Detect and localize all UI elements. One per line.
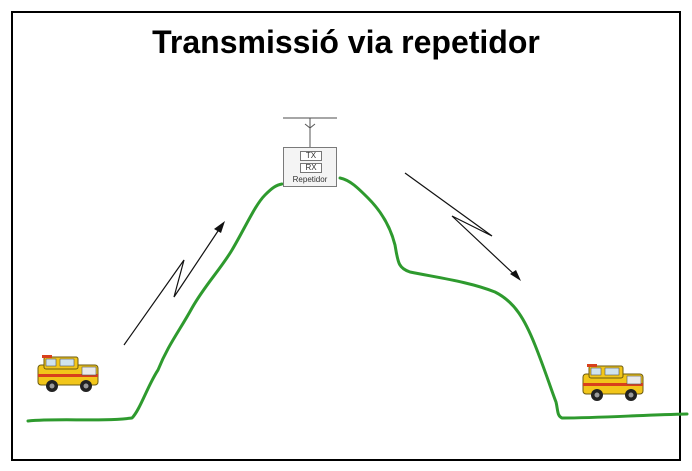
downlink-signal-arrow bbox=[404, 172, 521, 281]
terrain-line bbox=[26, 176, 689, 423]
antenna-icon bbox=[283, 117, 337, 147]
diagram-title: Transmissió via repetidor bbox=[152, 24, 540, 60]
uplink-signal-arrow bbox=[123, 221, 225, 346]
repeater-tx-label: TX bbox=[300, 151, 322, 161]
repeater-rx-label: RX bbox=[300, 163, 322, 173]
jeep-icon bbox=[37, 355, 99, 392]
jeep-icon bbox=[582, 364, 644, 401]
repeater-station: TX RX Repetidor bbox=[283, 147, 337, 187]
diagram-frame bbox=[11, 11, 681, 461]
repeater-name: Repetidor bbox=[292, 175, 328, 184]
